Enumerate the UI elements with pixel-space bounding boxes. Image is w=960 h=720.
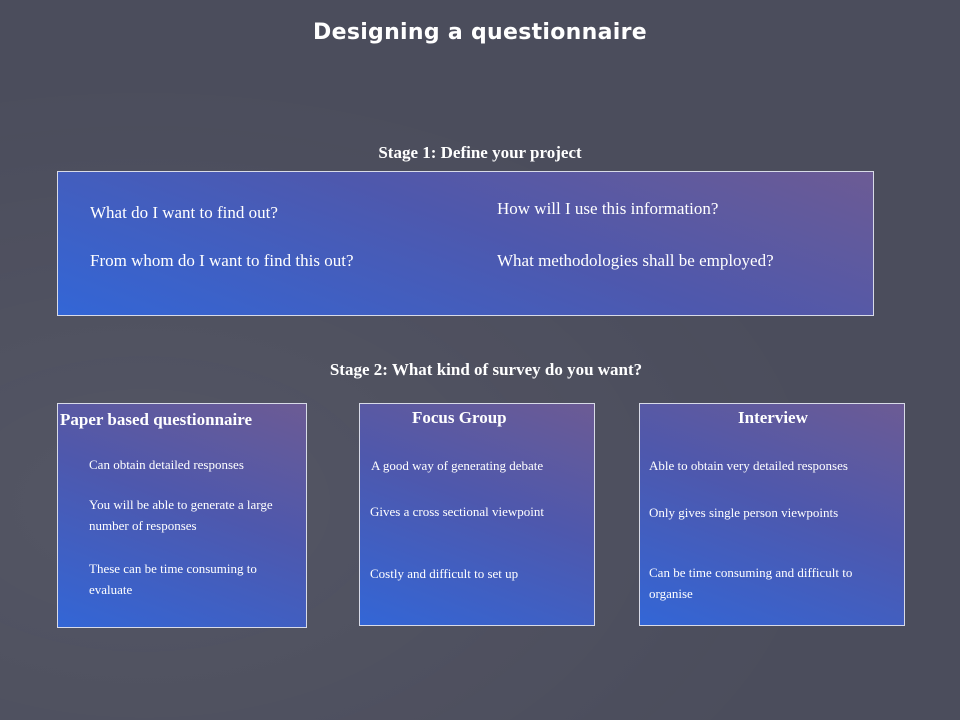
interview-heading: Interview bbox=[738, 408, 808, 427]
paper-questionnaire-box: Paper based questionnaire Can obtain det… bbox=[57, 403, 307, 628]
interview-point-2: Only gives single person viewpoints bbox=[649, 505, 839, 520]
stage1-box: What do I want to find out? From whom do… bbox=[57, 171, 874, 316]
question-use-information: How will I use this information? bbox=[497, 199, 719, 218]
paper-point-2: You will be able to generate a large num… bbox=[89, 497, 273, 533]
slide-title: Designing a questionnaire bbox=[313, 20, 647, 45]
focus-group-heading: Focus Group bbox=[412, 408, 507, 427]
focus-point-2: Gives a cross sectional viewpoint bbox=[370, 504, 545, 519]
focus-point-3: Costly and difficult to set up bbox=[370, 566, 519, 581]
question-methodologies: What methodologies shall be employed? bbox=[497, 251, 774, 270]
question-find-out: What do I want to find out? bbox=[90, 203, 278, 222]
paper-point-3: These can be time consuming to evaluate bbox=[89, 561, 257, 597]
focus-group-box: Focus Group A good way of generating deb… bbox=[359, 403, 595, 626]
interview-box: Interview Able to obtain very detailed r… bbox=[639, 403, 905, 626]
interview-point-1: Able to obtain very detailed responses bbox=[649, 458, 848, 473]
paper-questionnaire-heading: Paper based questionnaire bbox=[60, 410, 253, 429]
focus-point-1: A good way of generating debate bbox=[371, 458, 544, 473]
stage1-heading: Stage 1: Define your project bbox=[378, 143, 582, 162]
interview-point-3: Can be time consuming and difficult to o… bbox=[649, 565, 853, 601]
stage2-heading: Stage 2: What kind of survey do you want… bbox=[329, 360, 643, 379]
question-from-whom: From whom do I want to find this out? bbox=[90, 251, 354, 270]
paper-point-1: Can obtain detailed responses bbox=[89, 457, 244, 472]
